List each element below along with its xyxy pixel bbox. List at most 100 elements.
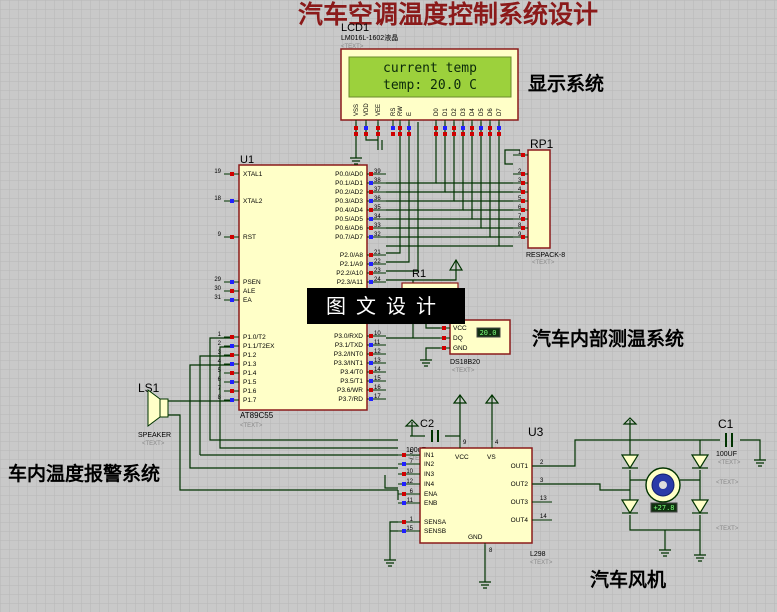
u1-pin-num: 39 bbox=[374, 169, 381, 175]
pin-terminal bbox=[230, 398, 234, 402]
u1-pin-num: 24 bbox=[374, 277, 381, 283]
pin-terminal bbox=[230, 289, 234, 293]
rp1-ref: RP1 bbox=[530, 137, 554, 151]
u1-pin-num: 34 bbox=[374, 214, 381, 220]
bridge-text-tag: <TEXT> bbox=[716, 526, 739, 532]
pin-terminal bbox=[443, 132, 447, 136]
ground-symbol bbox=[479, 581, 491, 589]
pin-terminal bbox=[402, 462, 406, 466]
pin-terminal bbox=[369, 199, 373, 203]
pin-terminal bbox=[369, 352, 373, 356]
h-bridge bbox=[620, 454, 710, 515]
u1-ref: U1 bbox=[240, 154, 254, 166]
u3-pin-num: 3 bbox=[540, 478, 544, 484]
u1-pin-num: 13 bbox=[374, 358, 381, 364]
pin-terminal bbox=[369, 262, 373, 266]
u1-pin-num: 1 bbox=[218, 332, 222, 338]
u3-pin-num: 7 bbox=[410, 459, 414, 465]
u1-pin-name: P1.0/T2 bbox=[243, 334, 266, 341]
ground-symbol bbox=[694, 554, 706, 562]
u1-pin-num: 32 bbox=[374, 232, 381, 238]
c1-capacitor: C1 100UF <TEXT> bbox=[716, 417, 741, 466]
u1-pin-name: P0.6/AD6 bbox=[335, 225, 363, 232]
lcd-pin-label: VEE bbox=[376, 104, 382, 116]
pin-terminal bbox=[470, 126, 474, 130]
pin-terminal bbox=[442, 326, 446, 330]
pin-terminal bbox=[230, 380, 234, 384]
pin-terminal bbox=[402, 529, 406, 533]
pin-terminal bbox=[488, 132, 492, 136]
u3-pin-num: 4 bbox=[495, 440, 499, 446]
ground-symbol bbox=[420, 359, 432, 367]
u1-pin-num: 35 bbox=[374, 205, 381, 211]
pin-terminal bbox=[497, 126, 501, 130]
pin-terminal bbox=[369, 334, 373, 338]
rp1-pin-num: 6 bbox=[518, 205, 522, 211]
label-sensor-system: 汽车内部测温系统 bbox=[532, 327, 684, 350]
u3-pin-num: 14 bbox=[540, 514, 547, 520]
u3-pin-num: 15 bbox=[406, 526, 413, 532]
pin-terminal bbox=[470, 132, 474, 136]
u1-pin-num: 30 bbox=[214, 286, 221, 292]
u3-pin-name: IN1 bbox=[424, 452, 435, 459]
u1-pin-name: P3.4/T0 bbox=[340, 369, 363, 376]
ls1-ref: LS1 bbox=[138, 381, 160, 395]
ds18b20-reading: 20.0 bbox=[480, 329, 497, 337]
lcd-pin-label: D0 bbox=[434, 108, 440, 116]
pin-terminal bbox=[354, 126, 358, 130]
pin-terminal bbox=[230, 280, 234, 284]
pin-terminal bbox=[230, 298, 234, 302]
lcd-display: LCD1 LM016L-1602液晶 <TEXT> current temp t… bbox=[340, 22, 519, 136]
pin-terminal bbox=[402, 453, 406, 457]
u3-pin-num: 12 bbox=[406, 479, 413, 485]
u3-pin-num: 1 bbox=[410, 517, 414, 523]
c1-ref: C1 bbox=[718, 417, 734, 431]
u1-pin-name: RST bbox=[243, 234, 256, 241]
lcd-text-tag: <TEXT> bbox=[341, 44, 364, 50]
u3-pin-name: GND bbox=[468, 534, 483, 541]
u1-pin-name: P0.3/AD3 bbox=[335, 198, 363, 205]
pin-terminal bbox=[521, 153, 525, 157]
rp1-pin-num: 1 bbox=[518, 150, 522, 156]
u3-text-tag: <TEXT> bbox=[530, 560, 553, 566]
lcd-pin-label: E bbox=[407, 112, 413, 116]
u1-pin-name: P3.3/INT1 bbox=[334, 360, 364, 367]
pin-terminal bbox=[369, 397, 373, 401]
rp1-text-tag: <TEXT> bbox=[532, 260, 555, 266]
pin-terminal bbox=[369, 190, 373, 194]
pin-terminal bbox=[521, 217, 525, 221]
r1-ref: R1 bbox=[412, 268, 426, 280]
u3-ref: U3 bbox=[528, 425, 544, 439]
lcd-pin-label: RW bbox=[398, 106, 404, 116]
u3-pin-name: IN4 bbox=[424, 481, 435, 488]
u3-model: L298 bbox=[530, 551, 546, 558]
u3-pin-name: ENA bbox=[424, 491, 438, 498]
pin-terminal bbox=[488, 126, 492, 130]
pin-terminal bbox=[398, 132, 402, 136]
u3-pin-name: OUT3 bbox=[511, 499, 529, 506]
power-arrow bbox=[622, 417, 638, 425]
rp1-pin-num: 4 bbox=[518, 187, 522, 193]
power-arrow bbox=[448, 258, 464, 271]
pin-terminal bbox=[461, 132, 465, 136]
diode-3 bbox=[620, 499, 640, 515]
pin-terminal bbox=[369, 217, 373, 221]
u1-pin-name: P2.3/A11 bbox=[337, 279, 364, 286]
label-fan: 汽车风机 bbox=[590, 568, 666, 591]
u1-text-tag: <TEXT> bbox=[240, 423, 263, 429]
u3-pin-num: 11 bbox=[407, 498, 414, 504]
u1-pin-num: 23 bbox=[374, 268, 381, 274]
pin-terminal bbox=[442, 336, 446, 340]
pin-terminal bbox=[376, 132, 380, 136]
u1-pin-name: P3.5/T1 bbox=[340, 378, 363, 385]
pin-terminal bbox=[443, 126, 447, 130]
pin-terminal bbox=[369, 181, 373, 185]
u3-pin-name: VCC bbox=[455, 454, 469, 461]
pin-terminal bbox=[364, 132, 368, 136]
pin-terminal bbox=[407, 132, 411, 136]
lcd-pin-label: D7 bbox=[497, 108, 503, 116]
power-symbols bbox=[350, 157, 766, 589]
label-display-system: 显示系统 bbox=[528, 72, 604, 95]
pin-terminal bbox=[230, 353, 234, 357]
